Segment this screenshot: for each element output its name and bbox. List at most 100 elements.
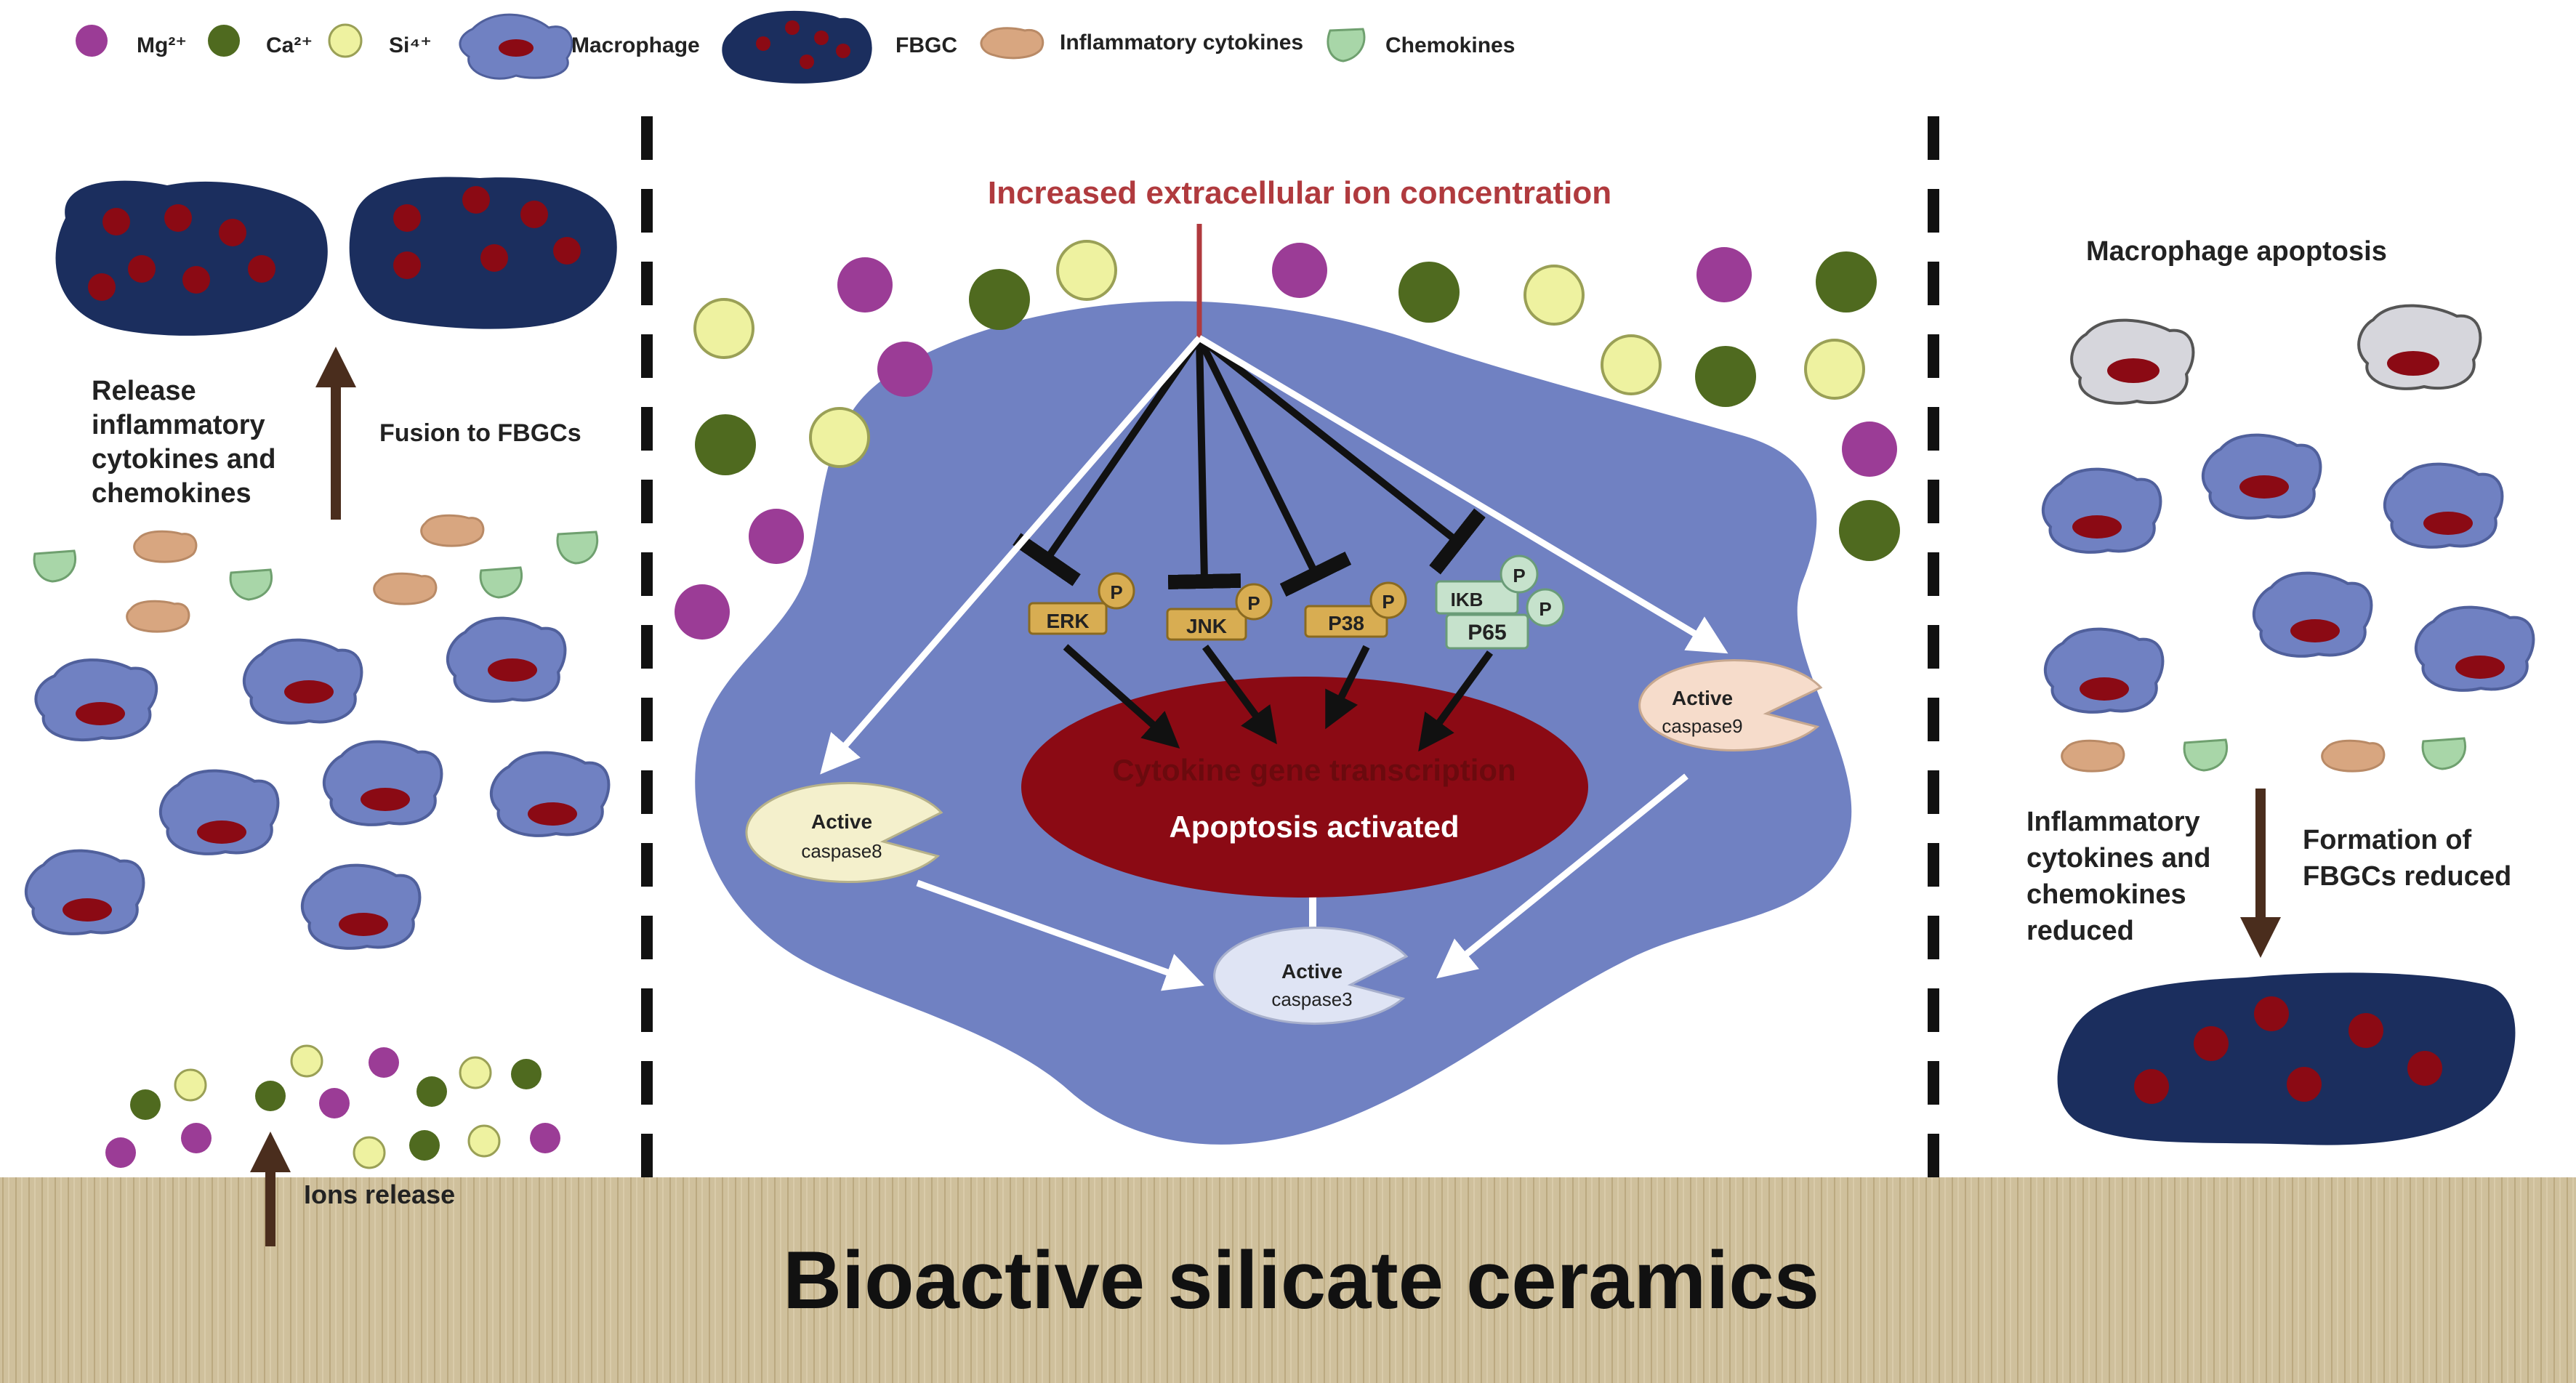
jnk-phospho-label: P (1247, 592, 1260, 614)
macrophage-cell (300, 863, 422, 950)
mg-ion (181, 1123, 212, 1153)
stimulus-label: Increased extracellular ion concentratio… (988, 175, 1611, 211)
legend: Mg²⁺ Ca²⁺ Si⁴⁺ Macrophage FBGC Inflammat… (76, 10, 1515, 84)
p38-to-nucleus (1325, 645, 1370, 730)
ca-ion (969, 269, 1030, 330)
si-ion (353, 1136, 386, 1169)
ca-ion (130, 1089, 161, 1120)
si-ion (693, 298, 754, 359)
macrophage-cell (2383, 462, 2504, 549)
nfkb-complex: IKB P65 P P (1435, 555, 1565, 650)
erk-phospho (1098, 572, 1135, 610)
ca-ion (255, 1081, 286, 1111)
caspase3-label: caspase3 (1271, 988, 1352, 1010)
macrophage-cell (446, 616, 567, 703)
caspase8-label: caspase8 (801, 840, 882, 862)
macrophage-cell (158, 769, 280, 855)
si-ion (1056, 240, 1117, 301)
legend-chemokine-icon (1327, 28, 1366, 63)
ca-ion (1695, 346, 1756, 407)
ions-release-label: Ions release (304, 1180, 455, 1209)
ca-ion (1816, 251, 1877, 313)
fusion-label: Fusion to FBGCs (379, 419, 581, 447)
inhibit-p38 (1196, 336, 1352, 597)
reduced-label-3: chemokines (2026, 879, 2186, 910)
macrophage-cell (2041, 467, 2162, 554)
legend-ca-swatch (208, 25, 240, 57)
legend-fbgc-label: FBGC (895, 33, 957, 57)
cytokine (373, 572, 438, 605)
macrophage-cell (489, 751, 611, 837)
caspase8: Active caspase8 (745, 782, 943, 884)
ca-ion (1398, 262, 1460, 323)
cytokine (2321, 739, 2386, 773)
caspase3-active-label: Active (1281, 960, 1343, 983)
mg-ion (369, 1047, 399, 1078)
chemokine (2421, 737, 2466, 770)
fbgc-cell (55, 180, 328, 336)
mg-ion (877, 342, 933, 397)
activate-caspase9 (1197, 335, 1728, 654)
macrophage-cell (34, 658, 158, 742)
erk-phospho-label: P (1110, 581, 1122, 603)
mg-ion (105, 1137, 136, 1168)
caspase9-label: caspase9 (1662, 715, 1742, 737)
mg-ion (837, 257, 893, 313)
macrophage-cell (322, 740, 443, 826)
cytokine (2061, 739, 2125, 773)
caspase8-to-caspase3 (916, 879, 1204, 991)
p65-to-nucleus (1418, 650, 1494, 752)
macrophage-cell (242, 638, 363, 725)
caspase9-active-label: Active (1672, 687, 1733, 709)
mg-ion (1842, 422, 1897, 477)
si-ion (174, 1068, 207, 1102)
cytokine (126, 600, 190, 633)
p38-complex: P38 P (1304, 581, 1407, 638)
caspase9-to-caspase3 (1436, 773, 1689, 979)
ca-ion (416, 1076, 447, 1107)
release-label-3: cytokines and (92, 444, 275, 475)
p38-phospho-label: P (1382, 591, 1394, 613)
chemokine (479, 566, 523, 599)
reduced-label-4: reduced (2026, 916, 2134, 946)
legend-fbgc-icon (722, 10, 872, 84)
si-ion (459, 1056, 492, 1089)
ikb-phospho-1-label: P (1513, 565, 1525, 586)
ca-ion (409, 1130, 440, 1161)
macrophage-cell (2201, 433, 2322, 520)
fbgc-reduced-label-1: Formation of (2303, 825, 2472, 855)
erk-label: ERK (1046, 610, 1089, 632)
chemokine (2183, 738, 2228, 772)
erk-complex: ERK P (1028, 572, 1135, 635)
chemokine (33, 549, 76, 583)
legend-mg-swatch (76, 25, 108, 57)
legend-mg-label: Mg²⁺ (137, 33, 187, 57)
apoptotic-macrophage (2070, 318, 2195, 405)
jnk-complex: JNK P (1166, 583, 1273, 641)
si-ion (809, 407, 870, 468)
mg-ion (319, 1088, 350, 1118)
ikb-phospho-2-label: P (1539, 598, 1551, 620)
fbgc-cell (2057, 972, 2516, 1145)
release-label-1: Release (92, 376, 196, 406)
mg-ion (749, 509, 804, 564)
macrophage-cell (2252, 571, 2373, 658)
si-ion (290, 1044, 323, 1078)
release-label-2: inflammatory (92, 410, 265, 440)
macrophage-cell (24, 849, 145, 935)
legend-macrophage-icon (459, 13, 573, 80)
apoptosis-title: Macrophage apoptosis (2086, 236, 2387, 267)
chemokine (556, 531, 599, 565)
chemokine (229, 568, 273, 601)
macrophage-cell (2043, 627, 2165, 714)
legend-chemokine-label: Chemokines (1385, 33, 1515, 57)
inhibit-jnk (1167, 337, 1241, 590)
ikb-phospho-1 (1500, 555, 1539, 594)
jnk-label: JNK (1186, 615, 1227, 637)
si-ion (467, 1124, 501, 1158)
legend-cytokine-label: Inflammatory cytokines (1060, 31, 1303, 55)
right-panel: Macrophage apoptosis Inflammatory cytoki… (2026, 236, 2535, 1145)
legend-cytokine-icon (980, 27, 1045, 60)
activate-caspase8 (820, 336, 1202, 775)
